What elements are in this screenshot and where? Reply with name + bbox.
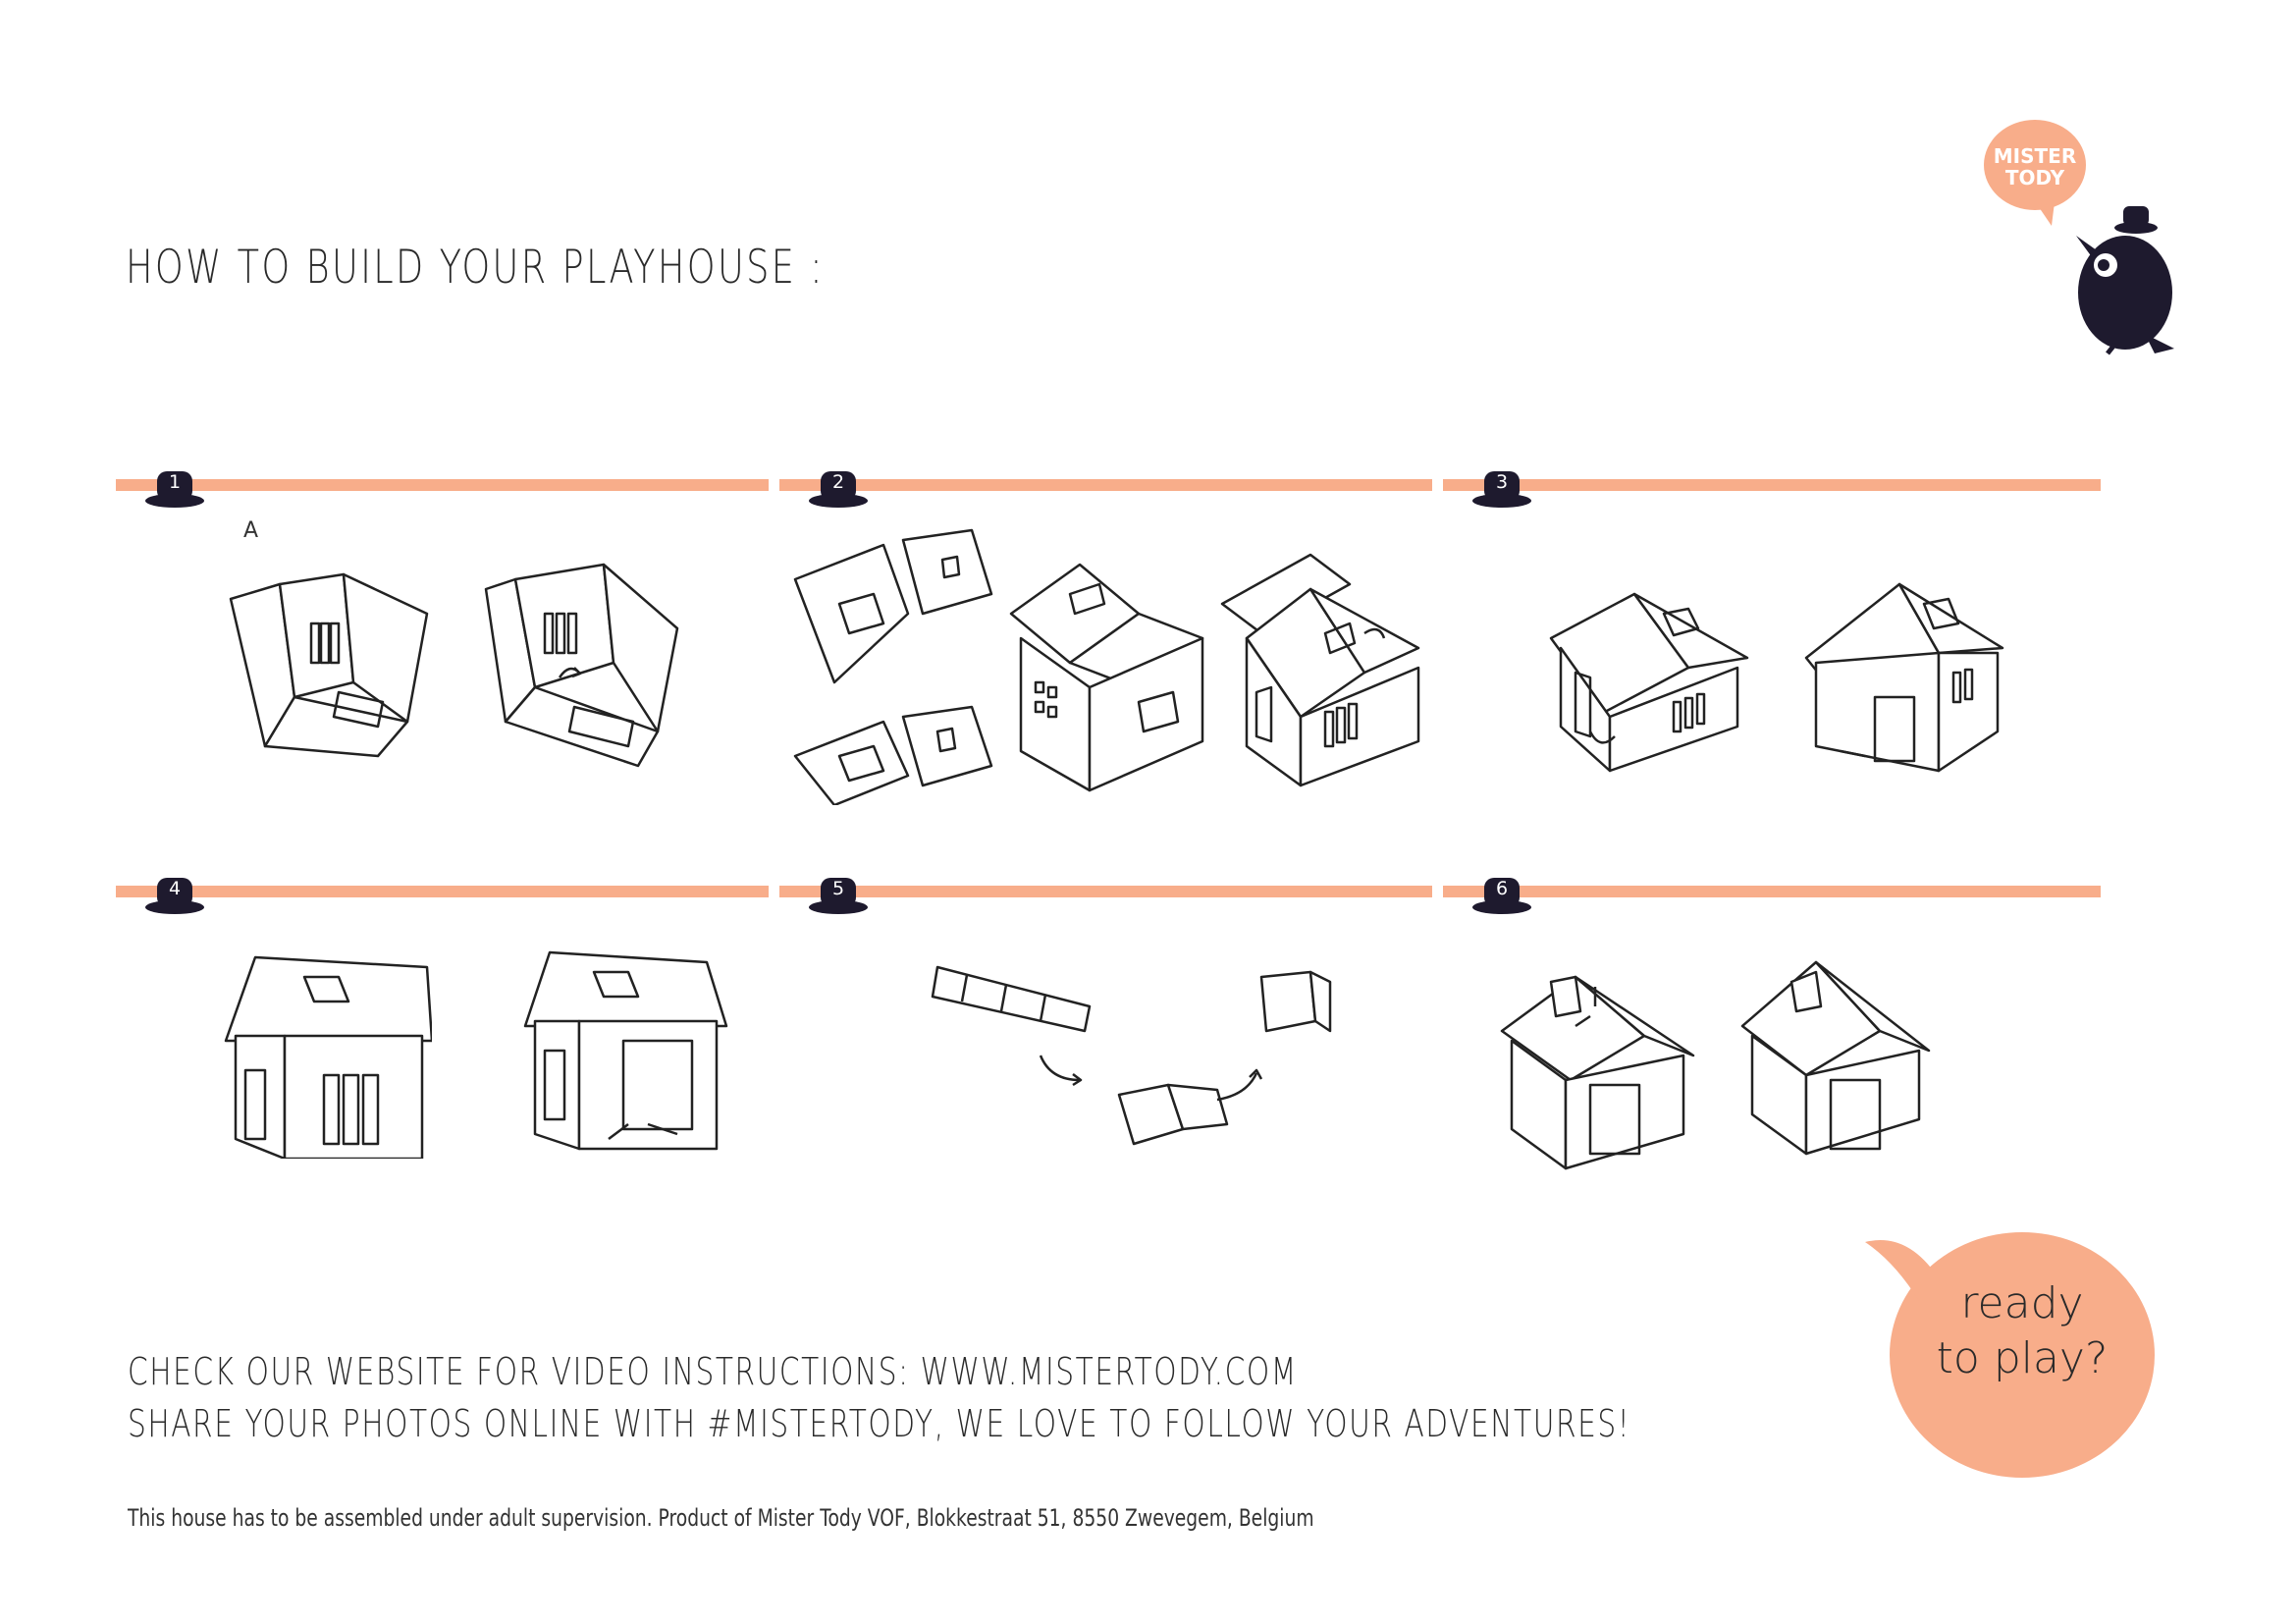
- step-6-chimney-insert-illustration: [1500, 975, 1695, 1170]
- step-2-roof-panels-illustration: [793, 528, 993, 805]
- hat-icon: [145, 878, 204, 914]
- step-4-house-door-open-illustration: [523, 950, 728, 1151]
- mister-tody-logo: MISTER TODY: [1984, 120, 2174, 355]
- bubble-line2: to play?: [1936, 1333, 2109, 1383]
- arrow-icon: [1039, 1055, 1083, 1087]
- step-4: 4: [116, 864, 769, 923]
- step-number: 6: [1495, 878, 1509, 899]
- step-2-house-with-roof-illustration: [1009, 563, 1204, 792]
- step-5-folded-chimney-illustration: [1259, 970, 1332, 1033]
- step-1-label: A: [243, 518, 259, 543]
- step-1: 1: [116, 458, 769, 516]
- footer-fine-print: This house has to be assembled under adu…: [128, 1504, 1314, 1532]
- step-2-house-side-roof-illustration: [1220, 553, 1420, 787]
- step-1-open-walls-illustration: [229, 572, 429, 758]
- hat-icon: [809, 471, 868, 508]
- hat-icon: [145, 471, 204, 508]
- step-3-house-front-illustration: [1549, 592, 1749, 773]
- step-number: 4: [168, 878, 182, 899]
- step-4-house-front-illustration: [224, 955, 432, 1159]
- speech-bubble: [1865, 1232, 2155, 1478]
- step-3-house-side-illustration: [1804, 582, 2004, 773]
- step-number: 5: [831, 878, 845, 899]
- step-6-finished-house-illustration: [1740, 960, 1931, 1156]
- page-title: HOW TO BUILD YOUR PLAYHOUSE :: [126, 241, 825, 295]
- hat-icon: [1472, 471, 1531, 508]
- step-1-folded-walls-illustration: [484, 563, 679, 768]
- logo-line1: MISTER: [1994, 144, 2076, 168]
- steps-row-2: 4 5 6: [116, 864, 2101, 923]
- logo-line2: TODY: [2005, 166, 2065, 189]
- step-number: 2: [831, 471, 845, 493]
- footer-share-line: SHARE YOUR PHOTOS ONLINE WITH #MISTERTOD…: [128, 1402, 1631, 1445]
- bubble-line1: ready: [1960, 1278, 2084, 1328]
- step-5-flat-chimney-illustration: [931, 965, 1092, 1033]
- step-number: 3: [1495, 471, 1509, 493]
- step-5-half-folded-chimney-illustration: [1117, 1083, 1229, 1146]
- arrow-icon: [1216, 1068, 1263, 1102]
- bubble-text: ready to play?: [1909, 1276, 2135, 1386]
- hat-icon: [809, 878, 868, 914]
- steps-row-1: 1 2 3: [116, 458, 2101, 516]
- hat-icon: [1472, 878, 1531, 914]
- step-number: 1: [168, 471, 182, 493]
- step-5: 5: [779, 864, 1432, 923]
- footer-website-line: CHECK OUR WEBSITE FOR VIDEO INSTRUCTIONS…: [128, 1350, 1298, 1393]
- step-6: 6: [1443, 864, 2101, 923]
- step-3: 3: [1443, 458, 2101, 516]
- step-2: 2: [779, 458, 1432, 516]
- mister-tody-bird-icon: [2076, 206, 2174, 355]
